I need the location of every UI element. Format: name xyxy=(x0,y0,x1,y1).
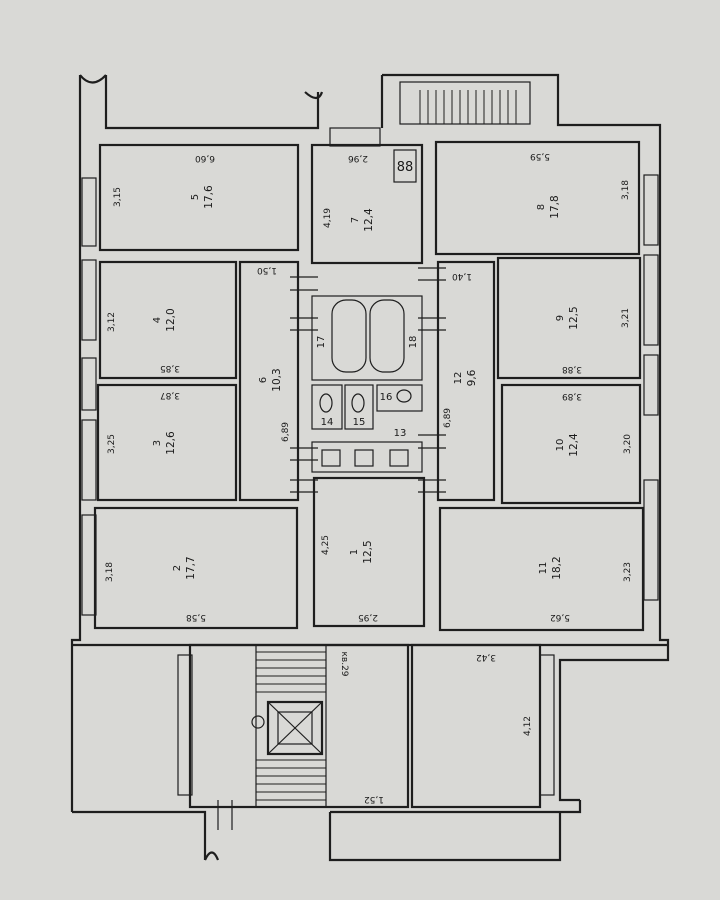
room-2-number: 2 xyxy=(172,565,183,571)
elevator-shaft xyxy=(266,700,324,756)
window-hatching xyxy=(81,174,659,796)
room-7-area: 12,4 xyxy=(363,208,375,232)
room-6-number: 6 xyxy=(258,377,269,383)
dim-r10-length: 3,89 xyxy=(562,391,582,401)
room-9 xyxy=(496,256,642,380)
room-2-area: 17,7 xyxy=(185,556,197,579)
room-12 xyxy=(436,260,496,502)
dim-r6-length: 6,89 xyxy=(281,422,291,442)
room-1 xyxy=(312,476,426,628)
room-5-area: 17,6 xyxy=(203,185,215,209)
room-11-number: 11 xyxy=(538,562,549,575)
dim-stair-length: 4,12 xyxy=(523,716,533,736)
room-2 xyxy=(93,506,299,630)
room-18-number: 18 xyxy=(408,336,419,349)
dim-r4-length: 3,85 xyxy=(160,363,180,373)
dim-r2-width: 3,18 xyxy=(105,562,115,582)
dim-r8-width: 3,18 xyxy=(621,180,631,200)
room-11 xyxy=(438,506,645,632)
top-vent-block xyxy=(329,81,531,147)
dim-r4-width: 3,12 xyxy=(107,312,117,332)
dim-r12-top: 1,40 xyxy=(452,271,472,281)
dim-r11-length: 5,62 xyxy=(550,612,570,622)
room-labels: 5 17,6 7 12,4 8 17,8 4 12,0 6 10,3 12 9,… xyxy=(152,185,580,580)
sanitary-block xyxy=(311,295,423,473)
room-10-area: 12,4 xyxy=(568,433,580,457)
apartment-label: кв.29 xyxy=(339,651,349,676)
stove-icon: 88 xyxy=(393,149,417,183)
dim-r11-width: 3,23 xyxy=(623,562,633,582)
dim-r5-length: 6,60 xyxy=(195,153,215,163)
room-7-number: 7 xyxy=(350,217,361,223)
stair-room-right xyxy=(410,643,542,809)
door-ticks xyxy=(217,267,446,830)
room-6-area: 10,3 xyxy=(271,368,283,391)
room-4 xyxy=(98,260,238,380)
room-8-area: 17,8 xyxy=(549,195,561,218)
outer-walls xyxy=(70,73,670,862)
room-15-number: 15 xyxy=(353,417,366,428)
dim-r6-top: 1,50 xyxy=(257,265,277,275)
room-outlines xyxy=(93,140,645,809)
dim-r12-length: 6,89 xyxy=(443,408,453,428)
dim-stair-bottom: 1,52 xyxy=(364,794,384,804)
dim-r7-width: 4,19 xyxy=(323,208,333,228)
room-10 xyxy=(500,383,642,505)
room-9-area: 12,5 xyxy=(568,306,580,329)
dim-r9-length: 3,88 xyxy=(562,364,582,374)
room-11-area: 18,2 xyxy=(551,556,563,579)
room-8 xyxy=(434,140,641,256)
room-7 xyxy=(310,143,424,265)
room-4-number: 4 xyxy=(152,317,163,323)
stairs xyxy=(251,644,327,808)
room-3-number: 3 xyxy=(152,440,163,446)
room-1-number: 1 xyxy=(349,549,360,555)
dim-r8-length: 5,59 xyxy=(530,151,550,161)
dim-stair-width: 3,42 xyxy=(476,652,496,662)
dim-r1-width: 4,25 xyxy=(321,535,331,555)
dim-r2-length: 5,58 xyxy=(186,612,206,622)
room-10-number: 10 xyxy=(555,439,566,452)
room-3-area: 12,6 xyxy=(165,431,177,455)
room-12-area: 9,6 xyxy=(466,369,478,386)
room-14-number: 14 xyxy=(321,417,334,428)
dim-r10-width: 3,20 xyxy=(623,434,633,454)
room-6 xyxy=(238,260,300,502)
dim-r3-length: 3,87 xyxy=(160,390,180,400)
room-4-area: 12,0 xyxy=(165,308,177,331)
stove-symbol: 88 xyxy=(397,160,414,175)
room-3 xyxy=(96,383,238,502)
room-9-number: 9 xyxy=(555,315,566,321)
dim-r5-width: 3,15 xyxy=(113,187,123,207)
dim-r7-length: 2,96 xyxy=(348,153,368,163)
room-13-number: 13 xyxy=(394,428,407,439)
dim-r9-width: 3,21 xyxy=(621,308,631,328)
room-5 xyxy=(98,143,300,252)
room-8-number: 8 xyxy=(536,204,547,210)
dim-r1-length: 2,95 xyxy=(358,612,378,622)
dim-r3-width: 3,25 xyxy=(107,434,117,454)
stairwell xyxy=(188,643,410,809)
dimension-labels: 6,60 3,15 2,96 4,19 5,59 3,18 1,50 1,40 … xyxy=(105,151,633,804)
room-17-number: 17 xyxy=(316,336,327,349)
room-5-number: 5 xyxy=(190,194,201,200)
room-1-area: 12,5 xyxy=(362,540,374,563)
room-12-number: 12 xyxy=(453,372,464,385)
room-16-number: 16 xyxy=(380,392,393,403)
